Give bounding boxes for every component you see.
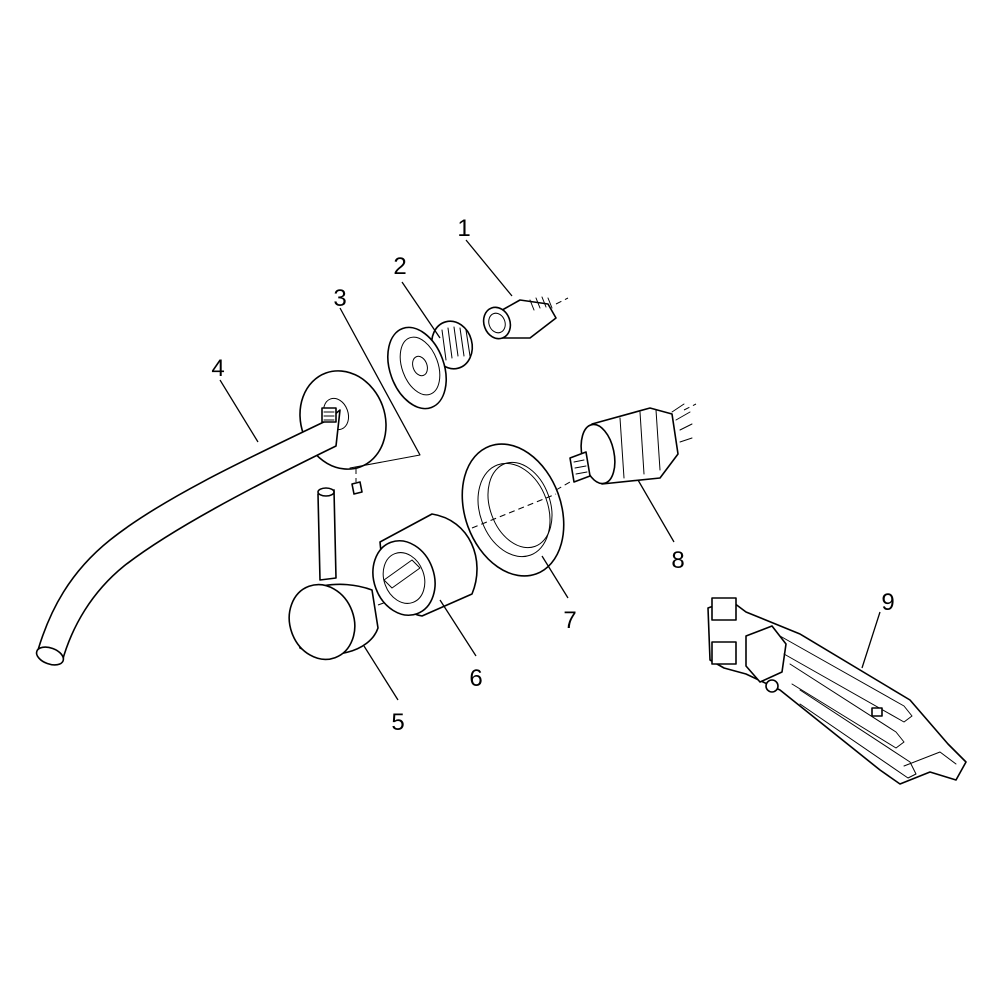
leader-3 xyxy=(339,307,421,456)
leader-7 xyxy=(541,555,569,599)
part-5-lever-handle xyxy=(288,487,393,661)
callout-5: 5 xyxy=(391,709,404,736)
callout-9: 9 xyxy=(881,589,894,616)
leader-lines xyxy=(219,239,881,701)
part-8-cartridge xyxy=(555,403,697,491)
callout-2: 2 xyxy=(393,253,406,280)
callout-3: 3 xyxy=(333,285,346,312)
callout-7: 7 xyxy=(563,607,576,634)
callout-8: 8 xyxy=(671,547,684,574)
leader-1 xyxy=(465,239,513,297)
leader-2 xyxy=(401,281,441,339)
part-6-sleeve xyxy=(372,513,478,617)
part-7-cover-rosette xyxy=(461,443,565,577)
part-9-assembly-tool xyxy=(707,597,967,785)
leader-5 xyxy=(363,645,399,701)
callout-4: 4 xyxy=(211,355,224,382)
leader-6 xyxy=(439,599,477,657)
part-2-threaded-flange xyxy=(387,320,474,410)
leader-4 xyxy=(219,379,259,443)
callout-numbers: 1 2 3 4 5 6 7 8 9 xyxy=(211,215,894,736)
callout-1: 1 xyxy=(457,215,470,242)
part-1-extension-nipple xyxy=(482,296,569,340)
leader-9 xyxy=(861,611,881,669)
leader-8 xyxy=(637,479,675,543)
part-4-spout xyxy=(35,407,341,666)
callout-6: 6 xyxy=(469,665,482,692)
